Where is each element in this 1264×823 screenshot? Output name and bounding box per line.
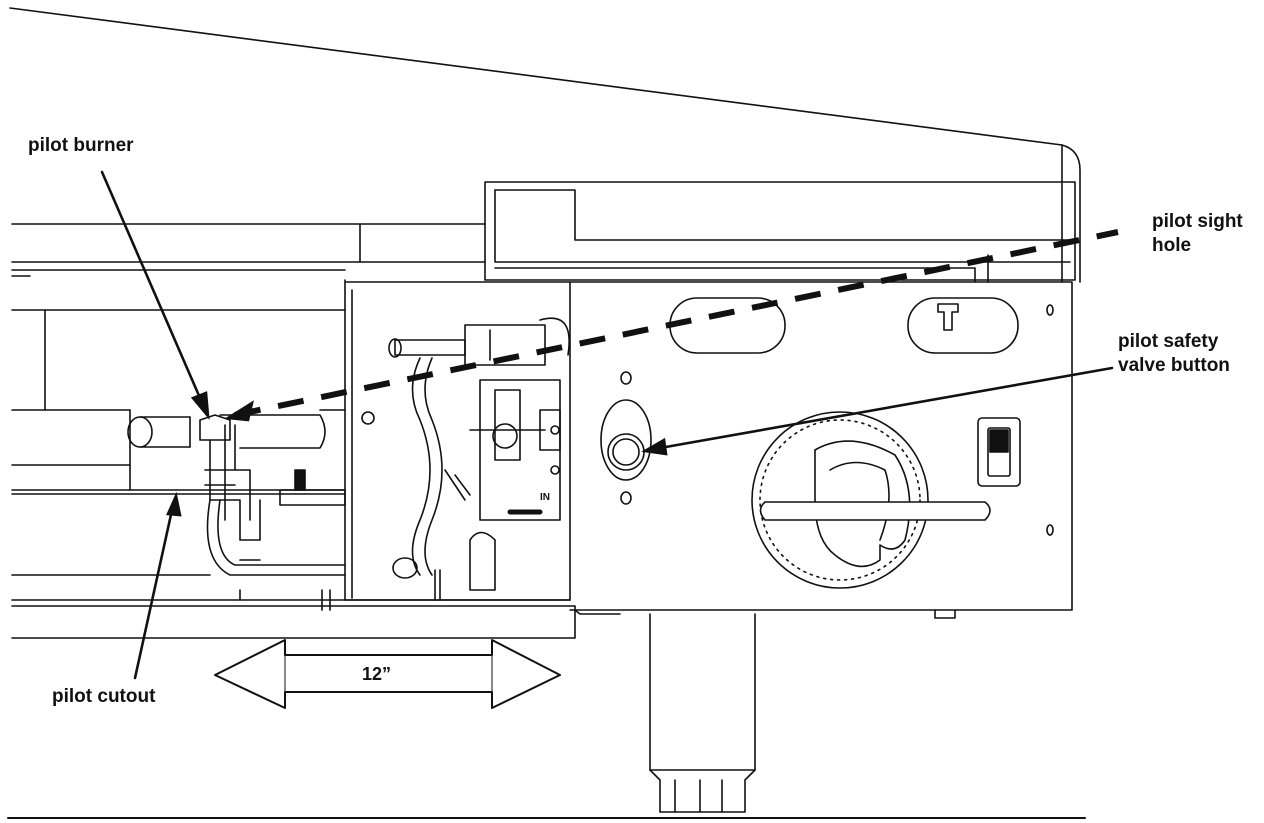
pilot-burner-assembly [127, 414, 346, 611]
sight-line-arrowhead [224, 400, 254, 422]
sight-line-dashed [234, 229, 1119, 418]
pilot-burner-leader [100, 170, 202, 400]
svg-text:IN: IN [540, 492, 550, 503]
griddle-lip [484, 181, 1076, 283]
griddle-top-edge [9, 7, 1081, 283]
dimension-arrow [214, 639, 561, 709]
left-frame [11, 223, 576, 639]
label-pilot-safety-valve-button: pilot safety valve button [1118, 331, 1230, 376]
leader-arrows [100, 170, 1114, 680]
label-pilot-cutout: pilot cutout [52, 686, 156, 707]
pilot-cutout-leader [133, 508, 174, 680]
front-panel [569, 281, 1073, 619]
label-dimension-12-inch: 12” [362, 664, 392, 684]
label-pilot-sight-hole: pilot sight hole [1152, 211, 1243, 256]
control-box: IN [344, 279, 571, 601]
label-pilot-burner: pilot burner [28, 135, 134, 156]
griddle-leg [649, 613, 756, 813]
pilot-safety-valve-leader [658, 366, 1114, 450]
